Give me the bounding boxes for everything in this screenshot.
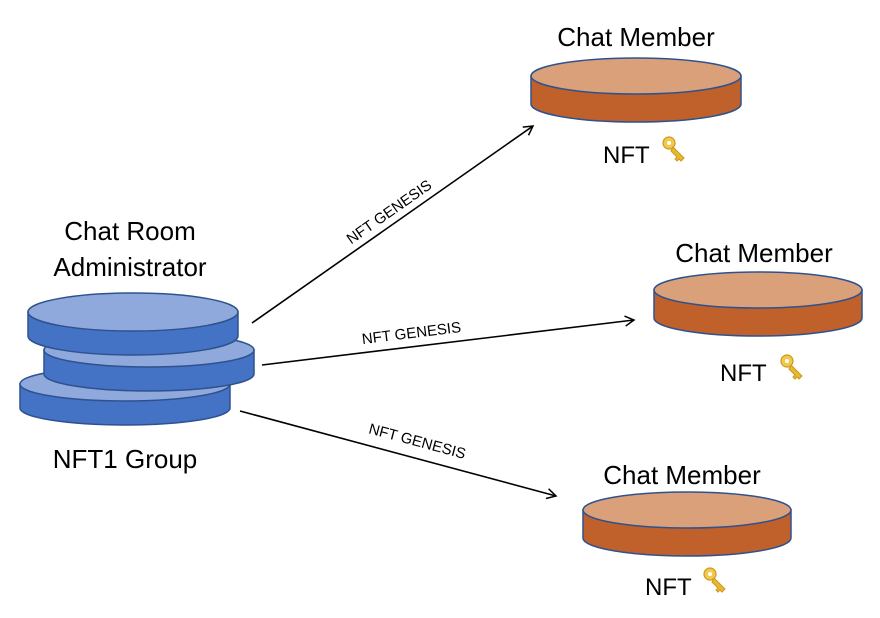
member-node-2: Chat Member NFT bbox=[653, 238, 863, 387]
arrow-to-member-1 bbox=[251, 125, 535, 324]
admin-database-stack bbox=[19, 292, 255, 426]
admin-title-line2: Administrator bbox=[53, 252, 206, 282]
admin-disc-top bbox=[27, 292, 239, 356]
member-3-disc bbox=[582, 491, 792, 557]
arrow-to-member-3 bbox=[239, 410, 558, 500]
member-1-nft-label: NFT bbox=[603, 142, 650, 169]
key-icon bbox=[780, 354, 803, 380]
member-node-1: Chat Member NFT bbox=[530, 22, 742, 169]
arrow-to-member-2 bbox=[261, 315, 636, 366]
member-1-disc bbox=[530, 57, 742, 123]
key-icon bbox=[703, 567, 726, 593]
admin-group-label: NFT1 Group bbox=[53, 444, 198, 474]
member-2-disc bbox=[653, 271, 863, 337]
arrow-label-1: NFT GENESIS bbox=[344, 177, 435, 248]
arrow-label-2: NFT GENESIS bbox=[361, 319, 462, 348]
key-icon bbox=[662, 136, 685, 162]
arrow-label-3: NFT GENESIS bbox=[367, 421, 468, 463]
member-1-title: Chat Member bbox=[557, 22, 715, 52]
admin-title-line1: Chat Room bbox=[64, 216, 196, 246]
member-2-nft-label: NFT bbox=[720, 360, 767, 387]
member-3-title: Chat Member bbox=[603, 460, 761, 490]
member-2-title: Chat Member bbox=[675, 238, 833, 268]
member-3-nft-label: NFT bbox=[645, 574, 692, 601]
member-node-3: Chat Member NFT bbox=[582, 460, 792, 601]
